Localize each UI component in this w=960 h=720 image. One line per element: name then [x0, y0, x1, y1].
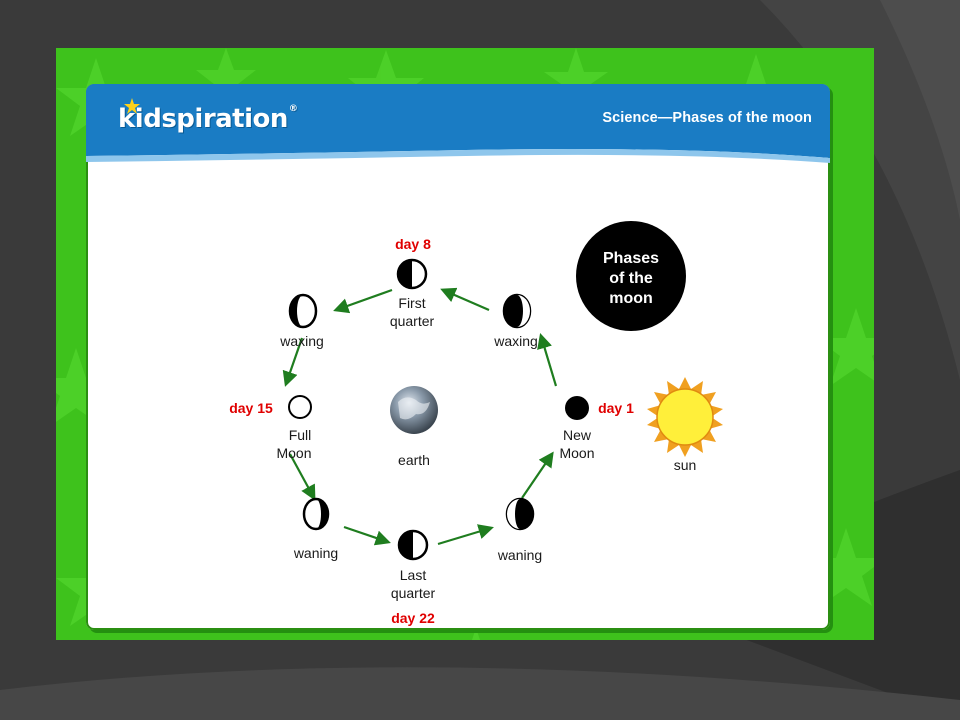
- last-quarter-moon-icon: [397, 529, 429, 561]
- kidspiration-logo: kidspiration®: [118, 104, 298, 134]
- phase-waxing-right: waxing: [493, 293, 538, 349]
- title-line-3: moon: [609, 290, 653, 307]
- sun-icon: [647, 377, 723, 457]
- day-1-label: day 1: [598, 400, 634, 416]
- arrow-last-to-waning: [437, 524, 494, 546]
- new-moon-label-2: Moon: [559, 445, 594, 461]
- section-title: Science—Phases of the moon: [602, 110, 812, 126]
- phase-new-moon: day 1 New Moon: [559, 396, 634, 461]
- arrow-waning-to-last: [343, 525, 391, 546]
- arrow-waxing-to-first: [440, 287, 490, 312]
- waning-gibbous-moon-icon: [302, 497, 330, 531]
- new-moon-label-1: New: [563, 427, 592, 443]
- slide-frame: kidspiration® Science—Phases of the moon: [56, 48, 874, 640]
- day-8-label: day 8: [395, 236, 431, 252]
- earth: earth: [390, 386, 438, 468]
- arrow-waning-to-new: [521, 451, 554, 499]
- day-22-label: day 22: [391, 610, 435, 626]
- arrow-new-to-waxing: [537, 333, 558, 387]
- header-banner: [86, 84, 830, 163]
- full-moon-icon: [288, 395, 312, 419]
- waning-crescent-moon-icon: [505, 497, 535, 531]
- last-quarter-label-1: Last: [400, 567, 427, 583]
- phase-waning-right: waning: [497, 497, 542, 563]
- logo-trademark: ®: [288, 104, 298, 114]
- full-moon-label-1: Full: [289, 427, 312, 443]
- day-15-label: day 15: [229, 400, 273, 416]
- waning-right-label: waning: [497, 547, 542, 563]
- logo-star-icon: [124, 98, 140, 114]
- phase-waxing-left: waxing: [279, 293, 324, 349]
- diagram-card: kidspiration® Science—Phases of the moon: [86, 84, 830, 630]
- waning-left-label: waning: [293, 545, 338, 561]
- logo-text: kidspiration: [118, 104, 288, 134]
- sun: sun: [647, 377, 723, 473]
- waxing-right-label: waxing: [493, 333, 538, 349]
- title-line-1: Phases: [603, 250, 659, 267]
- waxing-left-label: waxing: [279, 333, 324, 349]
- full-moon-label-2: Moon: [276, 445, 311, 461]
- waxing-gibbous-moon-icon: [288, 293, 318, 329]
- arrow-waxing-to-full: [282, 337, 304, 387]
- title-line-2: of the: [609, 270, 653, 287]
- sun-label: sun: [674, 457, 697, 473]
- arrow-first-to-waxing: [333, 288, 393, 314]
- last-quarter-label-2: quarter: [391, 585, 436, 601]
- moon-phases-diagram: Phases of the moon day 8 First quarter: [229, 221, 723, 626]
- phases-title-badge: Phases of the moon: [576, 221, 686, 331]
- earth-label: earth: [398, 452, 430, 468]
- first-quarter-label-2: quarter: [390, 313, 435, 329]
- phase-last-quarter: Last quarter day 22: [391, 529, 436, 626]
- new-moon-icon: [565, 396, 589, 420]
- first-quarter-moon-icon: [396, 258, 428, 290]
- phase-first-quarter: day 8 First quarter: [390, 236, 435, 329]
- first-quarter-label-1: First: [398, 295, 425, 311]
- cycle-arrows: [282, 287, 558, 546]
- phase-waning-left: waning: [293, 497, 338, 561]
- phase-full-moon: day 15 Full Moon: [229, 395, 312, 461]
- arrow-full-to-waning: [289, 453, 316, 501]
- waxing-crescent-moon-icon: [502, 293, 532, 329]
